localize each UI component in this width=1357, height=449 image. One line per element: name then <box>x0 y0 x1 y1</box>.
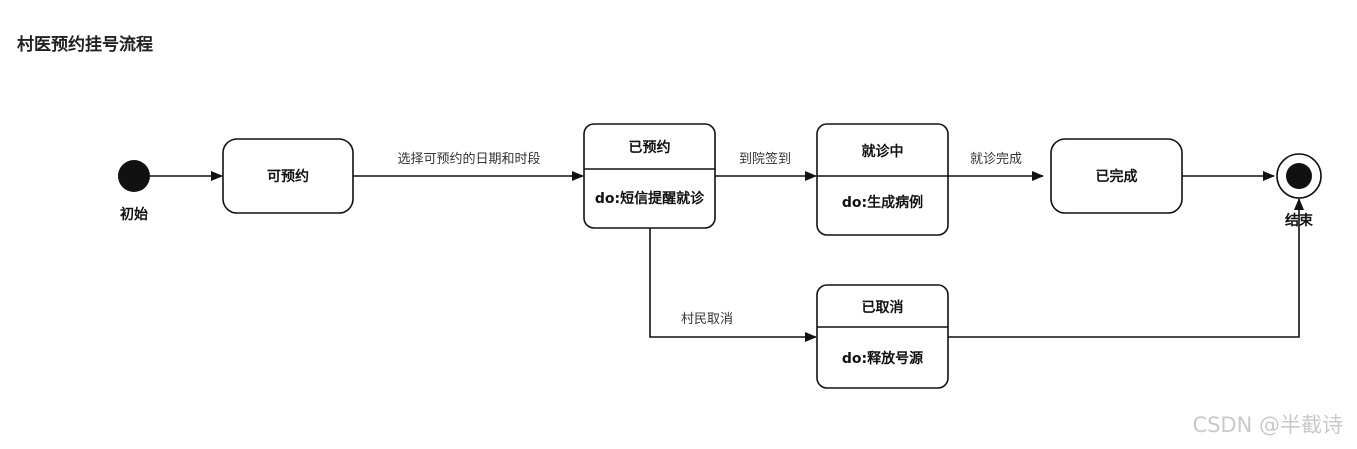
edge-label-select: 选择可预约的日期和时段 <box>397 151 540 167</box>
edge-cancelled-to-final <box>948 198 1304 338</box>
diagram-title: 村医预约挂号流程 <box>17 35 153 55</box>
state-in-visit-activity: do:生成病例 <box>842 194 923 211</box>
final-node-core <box>1286 163 1312 189</box>
state-in-visit-name: 就诊中 <box>862 143 904 160</box>
state-booked-activity: do:短信提醒就诊 <box>595 190 705 207</box>
edge-booked-to-cancelled <box>649 228 817 342</box>
edge-label-finish: 就诊完成 <box>970 152 1022 167</box>
initial-node <box>118 160 150 192</box>
state-available-name: 可预约 <box>267 168 309 185</box>
edge-label-checkin: 到院签到 <box>739 151 791 167</box>
watermark: CSDN @半截诗 <box>1192 413 1343 437</box>
state-completed-name: 已完成 <box>1096 168 1138 185</box>
edge-label-cancel: 村民取消 <box>681 312 733 327</box>
state-cancelled-name: 已取消 <box>862 299 904 316</box>
state-booked-name: 已预约 <box>629 139 671 156</box>
state-cancelled-activity: do:释放号源 <box>842 350 923 367</box>
initial-label: 初始 <box>120 206 148 223</box>
state-in-visit <box>816 123 949 236</box>
